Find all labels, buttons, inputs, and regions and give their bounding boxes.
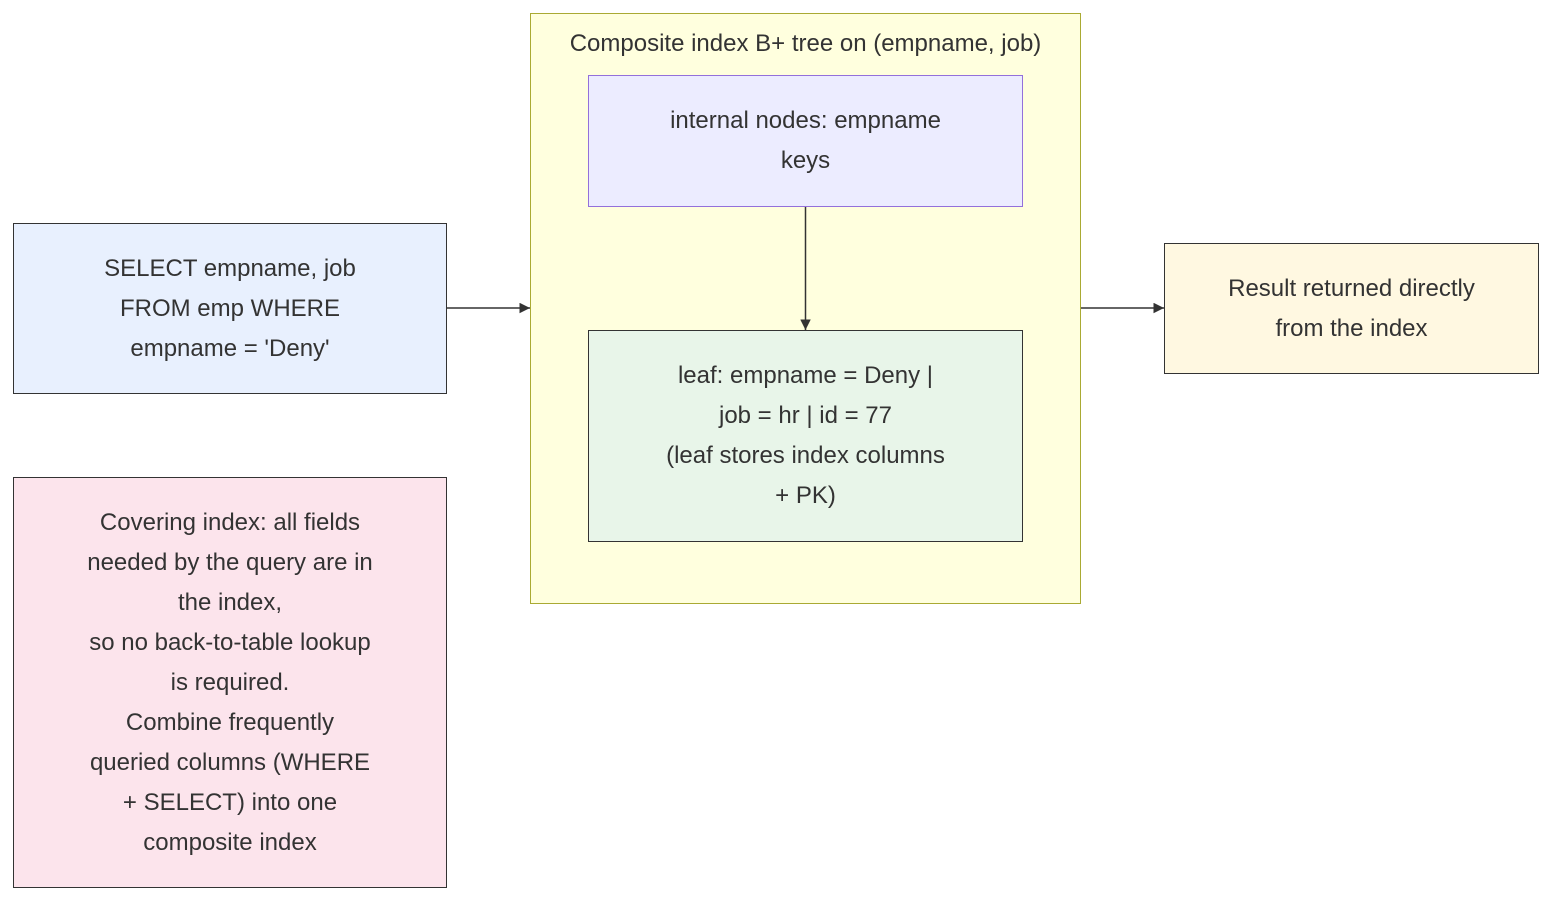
query-node-label: SELECT empname, job FROM emp WHERE empna… bbox=[104, 254, 356, 362]
covering-index-note: Covering index: all fields needed by the… bbox=[13, 477, 447, 888]
result-node: Result returned directly from the index bbox=[1164, 243, 1539, 374]
covering-index-note-label: Covering index: all fields needed by the… bbox=[87, 508, 373, 856]
query-node: SELECT empname, job FROM emp WHERE empna… bbox=[13, 223, 447, 394]
leaf-node-label: leaf: empname = Deny | job = hr | id = 7… bbox=[666, 362, 945, 509]
leaf-node: leaf: empname = Deny | job = hr | id = 7… bbox=[588, 330, 1023, 542]
result-node-label: Result returned directly from the index bbox=[1228, 274, 1475, 342]
internal-nodes-node: internal nodes: empname keys bbox=[588, 75, 1023, 207]
cluster-title: Composite index B+ tree on (empname, job… bbox=[569, 30, 1042, 57]
internal-nodes-label: internal nodes: empname keys bbox=[670, 107, 941, 174]
